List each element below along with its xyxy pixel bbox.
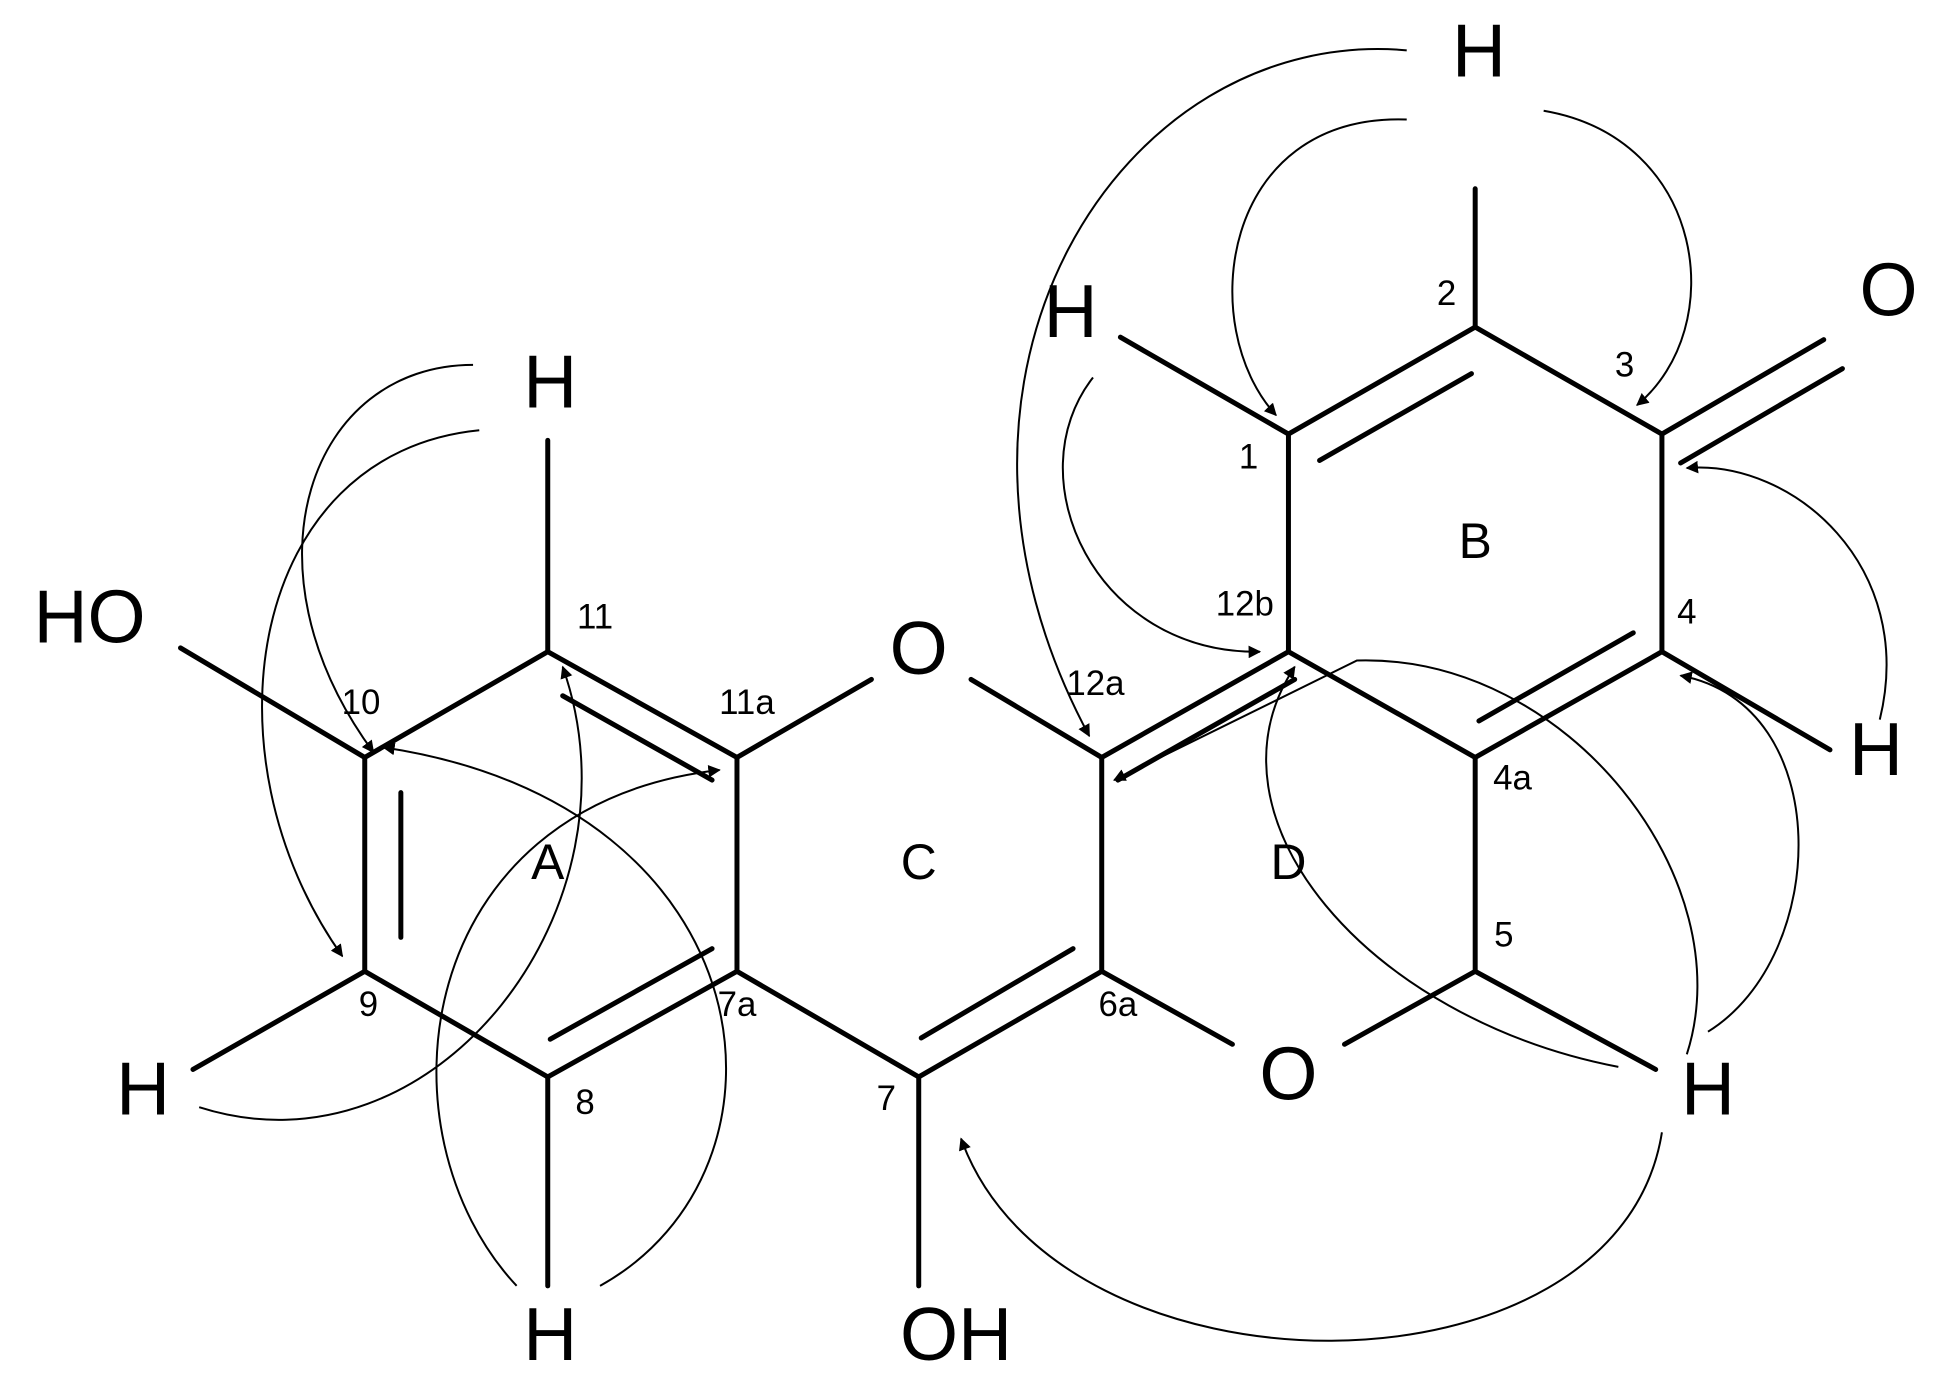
bond-c6a-c7	[916, 968, 1105, 1080]
position-12a: 12a	[1066, 664, 1125, 703]
bond-c5-h	[1472, 968, 1659, 1072]
bond-c9-h	[190, 968, 368, 1072]
bond-c3-o-2	[1678, 366, 1845, 466]
position-5: 5	[1494, 915, 1513, 954]
bond-c10-c11	[362, 649, 551, 760]
atom-h-c1: H	[1044, 269, 1098, 353]
bond-c5-o	[1341, 968, 1478, 1047]
arrow-h4-c3	[1685, 460, 1888, 720]
bond-o-c6a	[1099, 968, 1235, 1047]
position-4a: 4a	[1493, 758, 1532, 797]
position-10: 10	[342, 683, 381, 722]
position-8: 8	[575, 1083, 594, 1122]
position-12b: 12b	[1216, 585, 1274, 624]
ring-d: D	[1270, 834, 1306, 890]
arrow-h9-c11	[198, 665, 583, 1121]
position-11: 11	[577, 597, 613, 636]
position-2: 2	[1437, 274, 1456, 313]
arrow-h8-c11a	[435, 765, 721, 1287]
atom-o-ring-bottom: O	[1259, 1031, 1317, 1115]
hmbc-arrows	[198, 48, 1888, 1342]
arrow-h5-c12b	[1265, 665, 1619, 1068]
ring-c: C	[901, 834, 937, 890]
bond-c11-c11a-inner	[560, 693, 715, 783]
atom-h-c2: H	[1452, 8, 1506, 92]
arrow-h2-c3	[1543, 109, 1693, 406]
atom-h-c8: H	[523, 1292, 577, 1376]
arrow-h2-c1	[1231, 118, 1407, 417]
ring-labels: A B C D	[531, 513, 1492, 890]
position-9: 9	[359, 985, 378, 1024]
bond-c1-c2	[1285, 324, 1478, 437]
bond-c8-c9	[362, 968, 551, 1080]
arrow-h5-c12a	[1113, 659, 1699, 1055]
atom-h-c5: H	[1681, 1046, 1735, 1130]
bond-c1-h	[1117, 334, 1291, 437]
position-1: 1	[1239, 437, 1258, 476]
bond-c12a-c12b	[1099, 649, 1291, 760]
bond-c4-h	[1659, 649, 1833, 753]
bond-c1-c2-inner	[1317, 371, 1474, 463]
position-7: 7	[877, 1079, 896, 1118]
bond-c7-c7a	[734, 968, 922, 1080]
atom-h-c11: H	[523, 339, 577, 423]
atom-oh-c7: OH	[900, 1292, 1012, 1376]
bond-c2-c3	[1472, 324, 1665, 437]
bond-c6a-c7-inner	[918, 946, 1076, 1041]
bonds	[178, 186, 1845, 1289]
arrow-h5-c7	[959, 1132, 1663, 1342]
bond-c7a-c8-inner	[547, 946, 715, 1042]
arrow-h5-c4	[1679, 671, 1800, 1033]
bond-c12b-c4a	[1285, 649, 1478, 760]
arrow-h1-c12b	[1061, 376, 1262, 659]
arrow-h8-c10	[382, 742, 727, 1287]
arrow-h11-c10	[301, 363, 474, 754]
bond-o-c12a	[968, 676, 1105, 760]
atom-o-ring-top: O	[890, 606, 948, 690]
position-numbers: 1 2 3 4 4a 5 6a 7 7a 8 9 10 11 11a 12a 1…	[342, 274, 1697, 1122]
position-4: 4	[1677, 592, 1696, 631]
ring-a: A	[531, 834, 565, 890]
position-11a: 11a	[719, 683, 775, 722]
atom-ho-c10: HO	[34, 574, 146, 658]
bond-c11-c11a	[545, 649, 740, 760]
arrow-h11-c9	[261, 429, 480, 958]
bond-c3-o	[1659, 337, 1827, 437]
position-6a: 6a	[1099, 985, 1138, 1024]
bond-c7a-c8	[545, 968, 740, 1080]
atom-labels: H O H H H H HO H H OH O O	[34, 8, 1918, 1376]
atom-o-ketone: O	[1859, 247, 1917, 331]
bond-c4-c4a-inner	[1476, 630, 1636, 724]
position-3: 3	[1615, 346, 1634, 385]
arrow-h2-c12a	[1016, 48, 1407, 738]
bond-c11a-o	[734, 676, 874, 760]
atom-h-c4: H	[1849, 706, 1903, 790]
bond-c10-oh	[178, 645, 368, 760]
bond-c4-c4a	[1472, 649, 1665, 760]
ring-b: B	[1459, 513, 1492, 569]
atom-h-c9: H	[116, 1046, 170, 1130]
position-7a: 7a	[718, 985, 757, 1024]
